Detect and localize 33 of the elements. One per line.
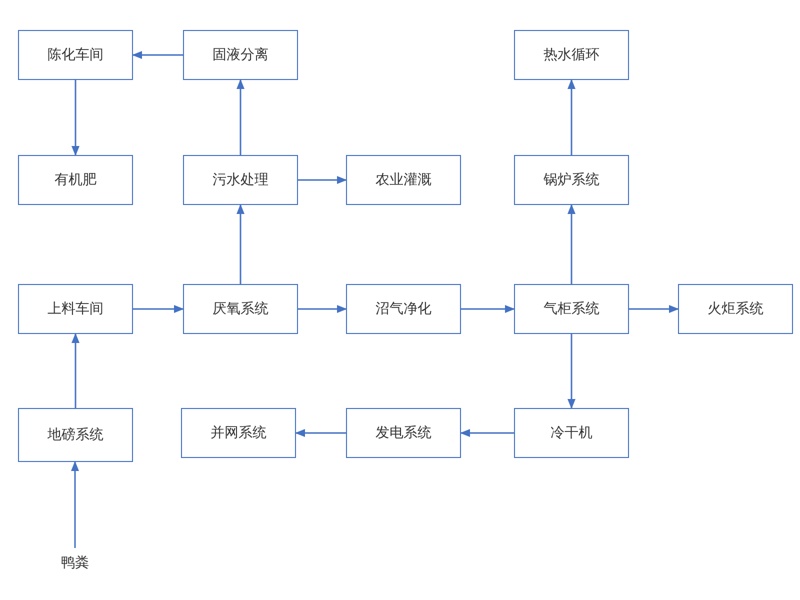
arrow bbox=[71, 461, 79, 548]
process-box: 地磅系统 bbox=[18, 408, 133, 462]
process-box: 农业灌溉 bbox=[346, 155, 461, 205]
process-box: 污水处理 bbox=[183, 155, 298, 205]
arrow bbox=[295, 429, 346, 437]
process-box: 锅炉系统 bbox=[514, 155, 629, 205]
process-box: 气柜系统 bbox=[514, 284, 629, 334]
process-box: 火炬系统 bbox=[678, 284, 793, 334]
arrow bbox=[132, 51, 183, 59]
arrow bbox=[568, 79, 576, 155]
process-box: 热水循环 bbox=[514, 30, 629, 80]
process-box: 发电系统 bbox=[346, 408, 461, 458]
arrow bbox=[133, 305, 184, 313]
arrow bbox=[236, 204, 244, 284]
arrow bbox=[298, 305, 347, 313]
process-box: 陈化车间 bbox=[18, 30, 133, 80]
arrow bbox=[568, 334, 576, 409]
process-box: 有机肥 bbox=[18, 155, 133, 205]
process-box: 固液分离 bbox=[183, 30, 298, 80]
process-box: 并网系统 bbox=[181, 408, 296, 458]
arrow bbox=[72, 333, 80, 408]
arrow bbox=[629, 305, 679, 313]
process-box: 上料车间 bbox=[18, 284, 133, 334]
process-box: 沼气净化 bbox=[346, 284, 461, 334]
arrow bbox=[568, 204, 576, 284]
process-box: 冷干机 bbox=[514, 408, 629, 458]
process-box: 厌氧系统 bbox=[183, 284, 298, 334]
arrow bbox=[72, 80, 80, 156]
arrow bbox=[298, 176, 347, 184]
source-label: 鸭粪 bbox=[55, 548, 95, 574]
arrow bbox=[460, 429, 514, 437]
arrow bbox=[461, 305, 515, 313]
arrow bbox=[236, 79, 244, 155]
